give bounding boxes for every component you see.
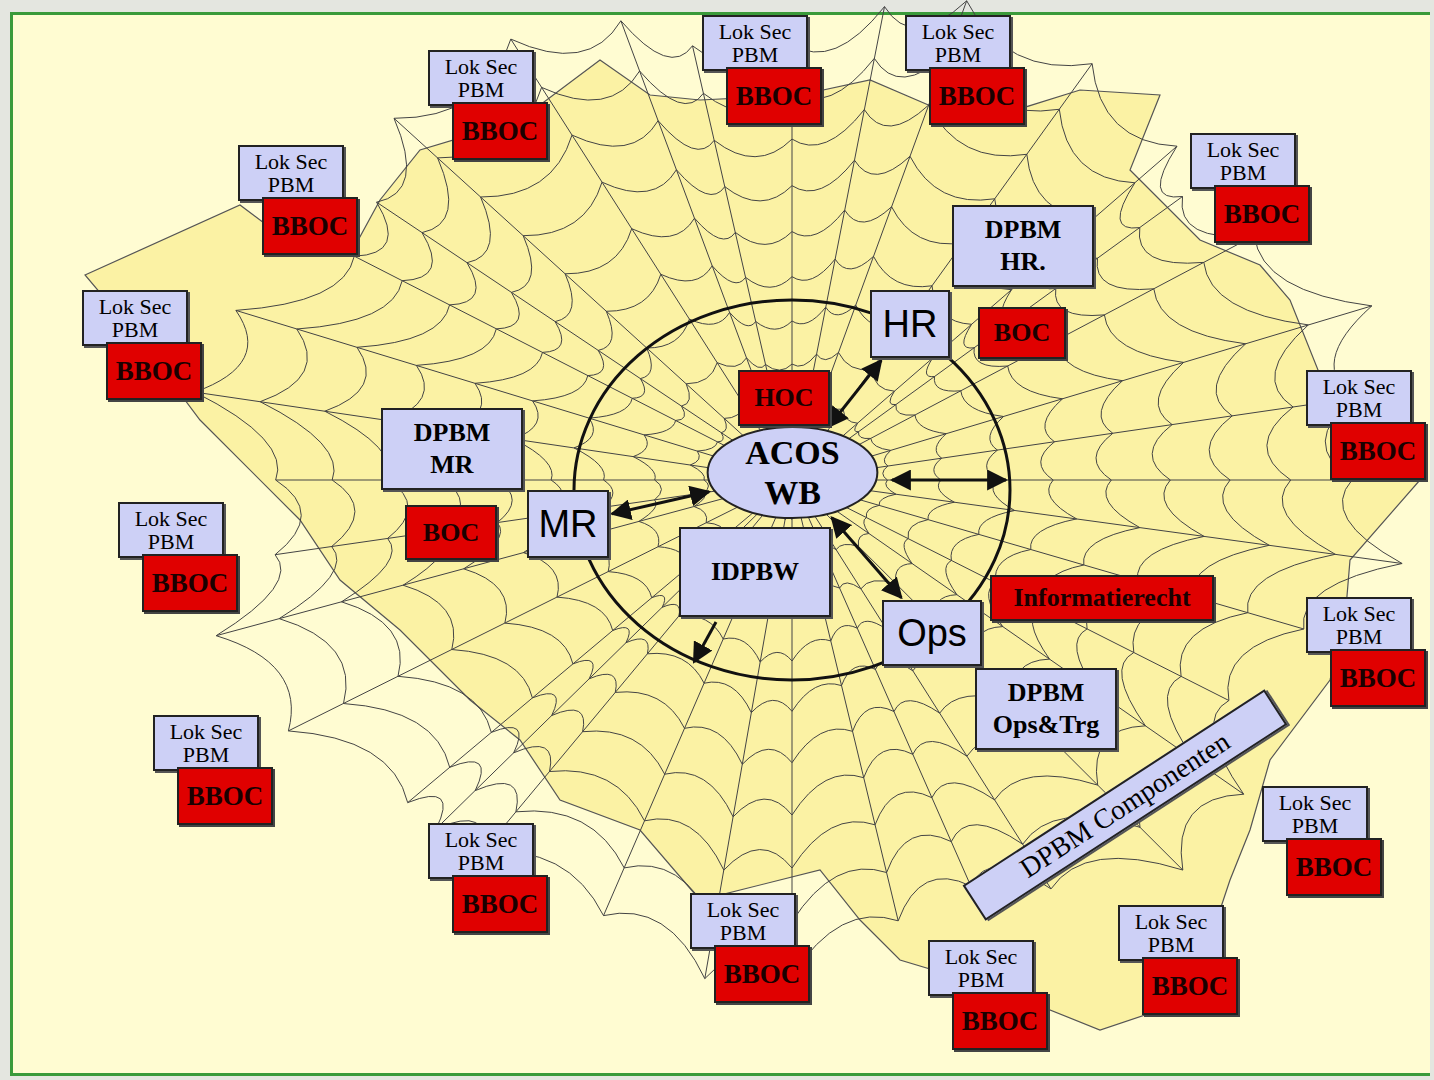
node-label: ACOS WB <box>745 433 839 513</box>
connector-arrow <box>612 492 709 514</box>
connector-arrow <box>829 360 881 426</box>
lok-sec-box: Lok Sec PBM <box>690 893 796 949</box>
node-label: Lok Sec PBM <box>129 507 213 553</box>
node-label: Lok Sec PBM <box>1273 791 1357 837</box>
bboc-box: BBOC <box>1142 957 1238 1015</box>
node-label: DPBM HR. <box>985 214 1062 278</box>
dpbm-box: DPBM Ops&Trg <box>975 668 1117 750</box>
node-label: Lok Sec PBM <box>93 295 177 341</box>
node-label: BBOC <box>116 356 193 387</box>
lok-sec-box: Lok Sec PBM <box>702 15 808 71</box>
node-label: BBOC <box>939 81 1016 112</box>
section-box: HR <box>870 290 950 358</box>
hoc-box: HOC <box>738 370 830 426</box>
node-label: BBOC <box>1340 436 1417 467</box>
node-label: BBOC <box>152 568 229 599</box>
lok-sec-box: Lok Sec PBM <box>428 50 534 106</box>
node-label: Lok Sec PBM <box>1317 375 1401 421</box>
lok-sec-box: Lok Sec PBM <box>1190 133 1296 189</box>
connector-arrow <box>832 518 902 598</box>
dpbm-box: DPBM HR. <box>952 205 1094 287</box>
node-label: BBOC <box>187 781 264 812</box>
region-outline <box>85 60 1420 1030</box>
bboc-box: BBOC <box>142 554 238 612</box>
bboc-box: BBOC <box>177 767 273 825</box>
node-label: Lok Sec PBM <box>249 150 333 196</box>
idpbw-box: IDPBW <box>679 527 831 617</box>
node-label: MR <box>538 503 597 546</box>
bboc-box: BBOC <box>1286 838 1382 896</box>
node-label: DPBM Ops&Trg <box>993 677 1099 741</box>
node-label: BBOC <box>1152 971 1229 1002</box>
web-strokes <box>195 1 1402 979</box>
lok-sec-box: Lok Sec PBM <box>928 940 1034 996</box>
bboc-box: BBOC <box>726 67 822 125</box>
node-label: BBOC <box>1296 852 1373 883</box>
section-box: MR <box>527 490 609 558</box>
node-label: BBOC <box>462 889 539 920</box>
node-label: BBOC <box>462 116 539 147</box>
node-label: BBOC <box>962 1006 1039 1037</box>
node-label: Lok Sec PBM <box>439 828 523 874</box>
node-label: Lok Sec PBM <box>916 20 1000 66</box>
node-label: BOC <box>994 318 1050 348</box>
arrow <box>694 622 716 662</box>
bboc-box: BBOC <box>1330 422 1426 480</box>
info-box: Informatierecht <box>990 575 1214 621</box>
bboc-box: BBOC <box>952 992 1048 1050</box>
lok-sec-box: Lok Sec PBM <box>905 15 1011 71</box>
lok-sec-box: Lok Sec PBM <box>1118 905 1224 961</box>
node-label: BBOC <box>724 959 801 990</box>
node-label: HR <box>883 303 938 346</box>
node-label: BOC <box>423 518 479 548</box>
node-label: Lok Sec PBM <box>713 20 797 66</box>
node-label: BBOC <box>1224 199 1301 230</box>
node-label: Lok Sec PBM <box>1201 138 1285 184</box>
node-label: BBOC <box>736 81 813 112</box>
center-ellipse: ACOS WB <box>705 425 880 520</box>
bboc-box: BBOC <box>714 945 810 1003</box>
node-label: Lok Sec PBM <box>164 720 248 766</box>
lok-sec-box: Lok Sec PBM <box>118 502 224 558</box>
boc-box: BOC <box>978 307 1066 359</box>
node-label: Ops <box>897 612 967 655</box>
lok-sec-box: Lok Sec PBM <box>1306 370 1412 426</box>
node-label: Lok Sec PBM <box>439 55 523 101</box>
node-label: IDPBW <box>711 556 799 588</box>
lok-sec-box: Lok Sec PBM <box>1262 786 1368 842</box>
bboc-box: BBOC <box>262 197 358 255</box>
node-label: Lok Sec PBM <box>1317 602 1401 648</box>
arrow <box>892 479 1006 482</box>
lok-sec-box: Lok Sec PBM <box>428 823 534 879</box>
section-box: Ops <box>882 600 982 666</box>
lok-sec-box: Lok Sec PBM <box>1306 597 1412 653</box>
dpbm-box: DPBM MR <box>381 408 523 490</box>
node-label: Lok Sec PBM <box>701 898 785 944</box>
bboc-box: BBOC <box>452 102 548 160</box>
node-label: Lok Sec PBM <box>1129 910 1213 956</box>
bboc-box: BBOC <box>929 67 1025 125</box>
lok-sec-box: Lok Sec PBM <box>153 715 259 771</box>
node-label: HOC <box>754 383 813 413</box>
bboc-box: BBOC <box>452 875 548 933</box>
bboc-box: BBOC <box>106 342 202 400</box>
lok-sec-box: Lok Sec PBM <box>82 290 188 346</box>
bboc-box: BBOC <box>1214 185 1310 243</box>
bboc-box: BBOC <box>1330 649 1426 707</box>
node-label: Informatierecht <box>1013 583 1190 613</box>
lok-sec-box: Lok Sec PBM <box>238 145 344 201</box>
node-label: DPBM MR <box>414 417 491 481</box>
boc-box: BOC <box>405 505 497 560</box>
node-label: Lok Sec PBM <box>939 945 1023 991</box>
node-label: BBOC <box>272 211 349 242</box>
node-label: BBOC <box>1340 663 1417 694</box>
